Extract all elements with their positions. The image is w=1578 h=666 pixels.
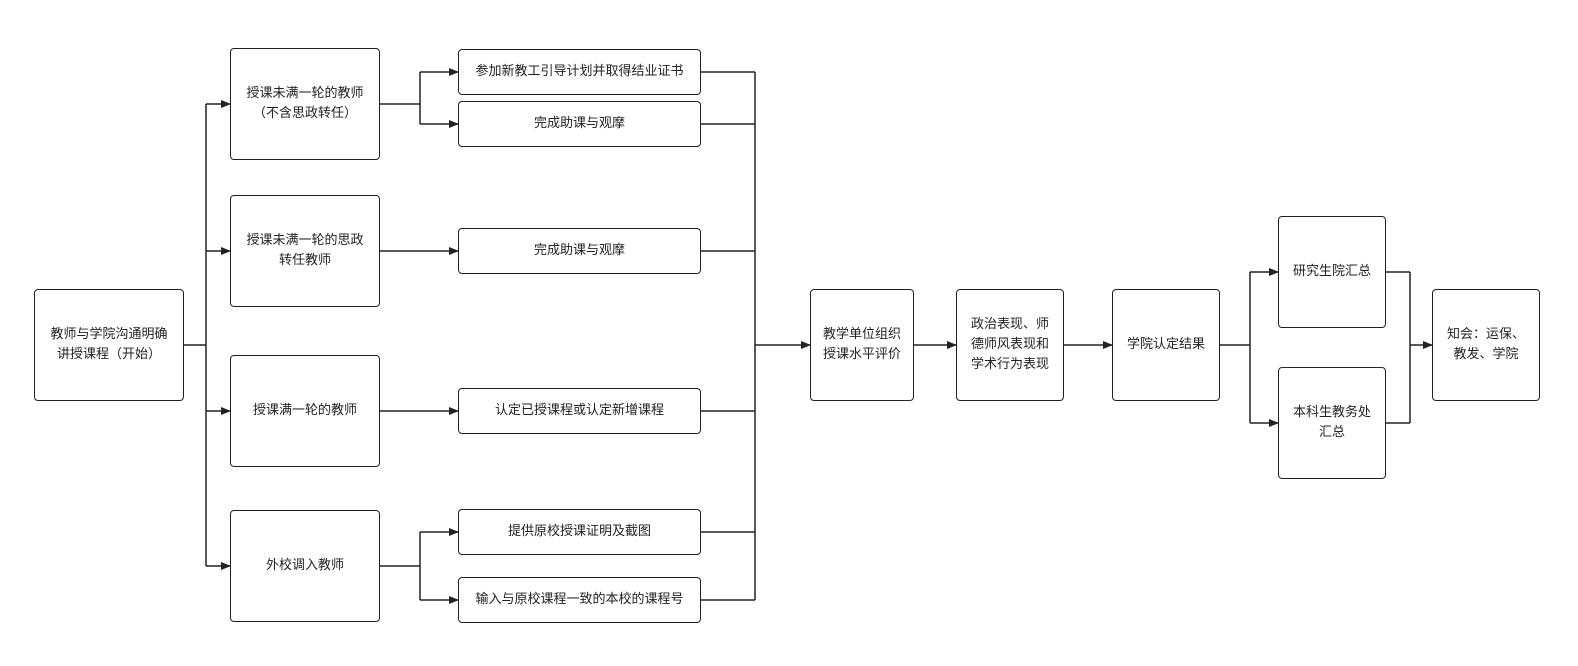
task-assist-observe-1: 完成助课与观摩 [458,101,701,147]
task-assist-observe-2: 完成助课与观摩 [458,228,701,274]
task-confirm-courses: 认定已授课程或认定新增课程 [458,388,701,434]
category-new-teacher: 授课未满一轮的教师 （不含思政转任） [230,48,380,160]
notify-node: 知会：运保、 教发、学院 [1432,289,1540,401]
undergrad-office-summary-node: 本科生教务处 汇总 [1278,367,1386,479]
start-node: 教师与学院沟通明确 讲授课程（开始） [34,289,184,401]
task-training-certificate: 参加新教工引导计划并取得结业证书 [458,49,701,95]
conduct-review-node: 政治表现、师 德师风表现和 学术行为表现 [956,289,1064,401]
teaching-evaluation-node: 教学单位组织 授课水平评价 [810,289,914,401]
graduate-school-summary-node: 研究生院汇总 [1278,216,1386,328]
task-provide-proof: 提供原校授课证明及截图 [458,509,701,555]
category-sz-transfer-teacher: 授课未满一轮的思政 转任教师 [230,195,380,307]
task-enter-course-code: 输入与原校课程一致的本校的课程号 [458,577,701,623]
college-result-node: 学院认定结果 [1112,289,1220,401]
category-external-teacher: 外校调入教师 [230,510,380,622]
category-full-round-teacher: 授课满一轮的教师 [230,355,380,467]
